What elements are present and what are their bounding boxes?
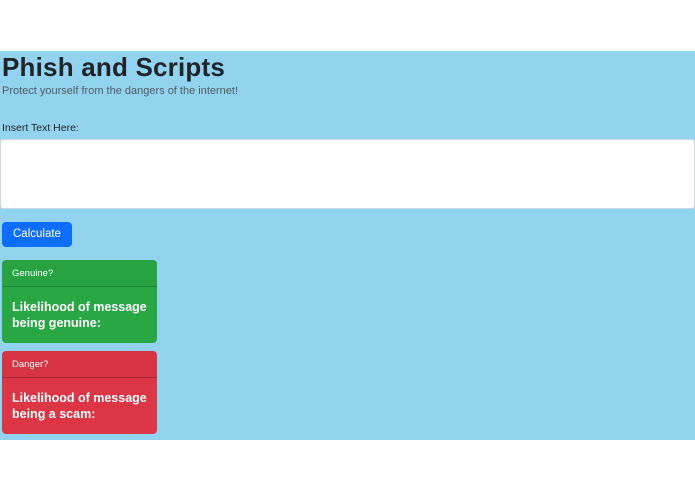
page-title: Phish and Scripts (2, 52, 226, 82)
calculate-button[interactable]: Calculate (2, 222, 72, 247)
genuine-card-body: Likelihood of message being genuine: (12, 300, 147, 330)
hero-section: Phish and Scripts Protect yourself from … (0, 51, 695, 440)
scam-card-body: Likelihood of message being a scam: (12, 391, 147, 421)
genuine-card-header: Genuine? (2, 260, 157, 287)
genuine-result-card: Genuine? Likelihood of message being gen… (2, 260, 157, 343)
text-input-label: Insert Text Here: (2, 122, 79, 134)
message-textarea[interactable] (0, 139, 695, 209)
page-subtitle: Protect yourself from the dangers of the… (2, 85, 239, 97)
scam-result-card: Danger? Likelihood of message being a sc… (2, 351, 157, 434)
scam-card-header: Danger? (2, 351, 157, 378)
